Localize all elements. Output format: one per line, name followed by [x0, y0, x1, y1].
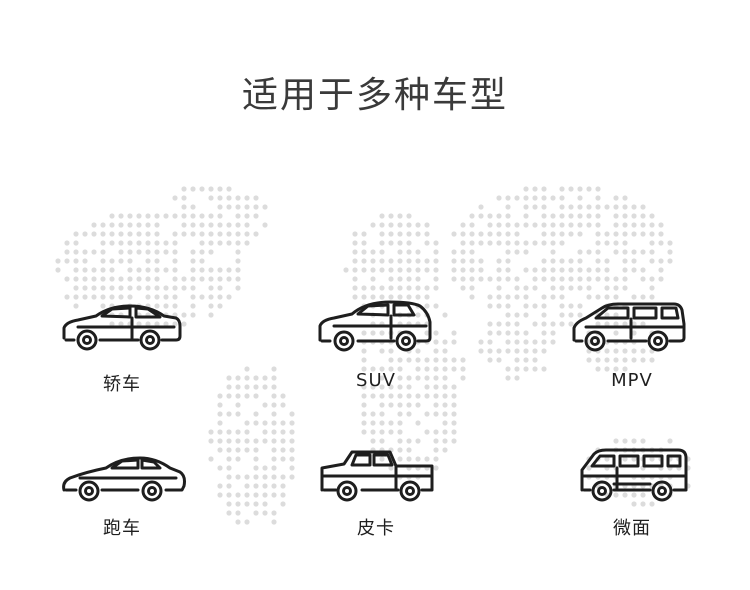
mpv-icon — [566, 294, 706, 358]
vehicle-label-pickup-truck: 皮卡 — [357, 518, 395, 539]
vehicle-label-mpv: MPV — [611, 370, 653, 391]
page-title: 适用于多种车型 — [241, 75, 508, 116]
sedan-icon — [52, 294, 192, 358]
vehicle-label-suv: SUV — [356, 370, 396, 391]
pickup-truck-icon — [314, 446, 454, 510]
suv-icon — [308, 294, 448, 358]
vehicle-label-minivan: 微面 — [613, 518, 651, 539]
vehicle-label-sports-car: 跑车 — [103, 518, 141, 539]
vehicle-label-sedan: 轿车 — [103, 374, 141, 395]
sports-car-icon — [56, 446, 196, 510]
minivan-icon — [574, 446, 714, 510]
